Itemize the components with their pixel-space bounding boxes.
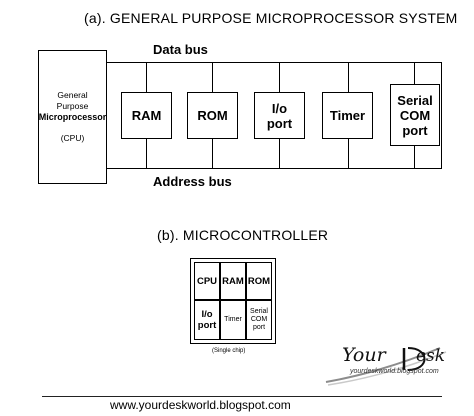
timer-label: Timer [329,108,366,123]
cpu-box: General Purpose Microprocessor (CPU) [38,50,107,184]
io-data-connector [279,62,280,92]
logo-text-left: Your [342,344,386,366]
microcontroller-chip: CPU RAM ROM I/o port Timer Serial COM po… [190,258,276,344]
serial-label-line1: Serial [397,92,433,108]
io-port-box: I/o port [254,92,305,139]
bus-right-connector [441,62,442,169]
cpu-label-line3: Microprocessor [38,112,107,122]
chip-timer-cell: Timer [220,300,246,340]
address-bus-line [106,168,442,169]
data-bus-label: Data bus [153,42,208,57]
serial-label-line2: COM [399,107,431,123]
yourdesk-logo: Your esk yourdeskworld.blogspot.com [322,336,462,388]
title-general-purpose-system: (a). GENERAL PURPOSE MICROPROCESSOR SYST… [84,10,458,26]
timer-data-connector [348,62,349,92]
timer-box: Timer [322,92,373,139]
logo-text-right: esk [416,346,446,366]
chip-io-label-line1: I/o [201,309,213,320]
logo-small-url: yourdeskworld.blogspot.com [350,368,439,375]
serial-label-line3: port [402,122,428,138]
rom-data-connector [212,62,213,92]
chip-timer-label: Timer [224,316,242,323]
cpu-label-line4: (CPU) [60,133,85,143]
footer-rule [42,396,442,397]
rom-address-connector [212,138,213,168]
ram-address-connector [146,138,147,168]
chip-ram-cell: RAM [220,262,246,300]
chip-rom-label: ROM [247,275,271,287]
address-bus-label: Address bus [153,174,232,189]
chip-serial-cell: Serial COM port [246,300,272,340]
title-microcontroller: (b). MICROCONTROLLER [157,227,329,243]
io-label-line2: port [266,115,293,131]
chip-ram-label: RAM [222,275,244,287]
cpu-label-line1: General [57,90,88,100]
cpu-label-line2: Purpose [56,101,89,111]
rom-label: ROM [197,108,228,123]
ram-data-connector [146,62,147,92]
serial-com-port-box: Serial COM port [390,84,440,146]
ram-label: RAM [131,108,162,123]
ram-box: RAM [121,92,172,139]
serial-address-connector [414,145,415,168]
logo-swoosh-graphic [325,347,447,386]
serial-data-connector [414,62,415,84]
rom-box: ROM [187,92,238,139]
io-label-line1: I/o [271,100,288,116]
chip-serial-label-line1: Serial [250,308,268,315]
chip-io-port-cell: I/o port [194,300,220,340]
io-address-connector [279,138,280,168]
chip-io-label-line2: port [197,320,217,331]
chip-serial-label-line2: COM [250,316,268,323]
chip-rom-cell: ROM [246,262,272,300]
chip-cpu-label: CPU [196,275,218,287]
timer-address-connector [348,138,349,168]
data-bus-line [106,62,442,63]
footer-url: www.yourdeskworld.blogspot.com [110,398,291,412]
chip-cpu-cell: CPU [194,262,220,300]
single-chip-caption: (Single chip) [212,348,246,354]
chip-serial-label-line3: port [252,324,266,331]
